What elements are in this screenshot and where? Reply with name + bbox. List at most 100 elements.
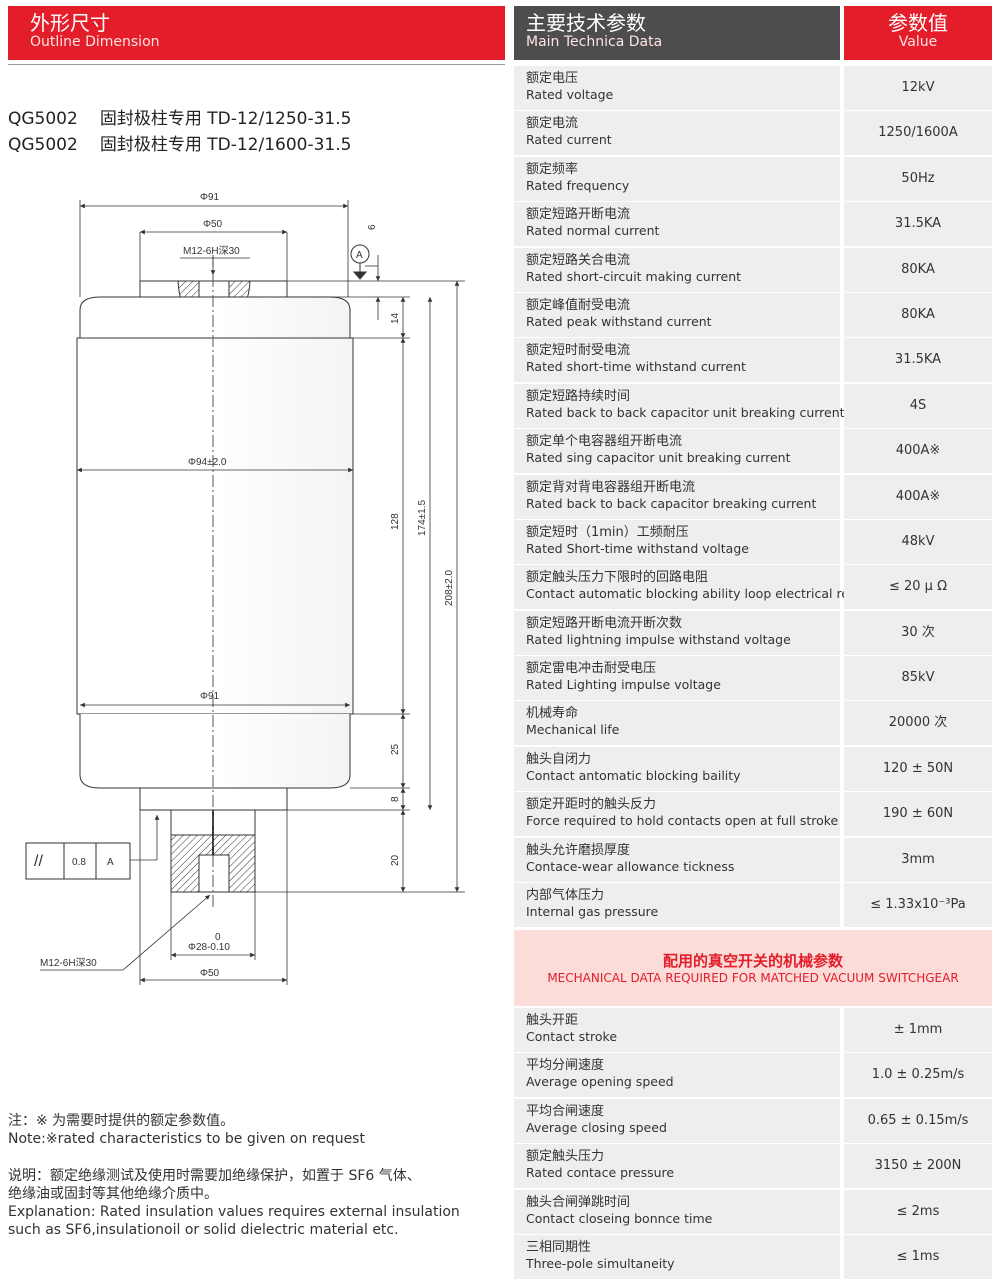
param-value: ± 1mm xyxy=(844,1008,992,1052)
param-name-en: Average closing speed xyxy=(526,1119,667,1135)
model-line: QG5002 固封极柱专用 TD-12/1600-31.5 xyxy=(8,130,373,155)
param-name-en: Rated short-time withstand current xyxy=(526,359,746,375)
param-value: 80KA xyxy=(844,247,992,292)
param-value: 1250/1600A xyxy=(844,111,992,156)
param-value: ≤ 1.33x10⁻³Pa xyxy=(844,883,992,928)
model-code: QG5002 xyxy=(8,109,78,129)
param-name-zh: 平均分闸速度 xyxy=(526,1058,605,1074)
param-name-zh: 额定短路开断电流 xyxy=(526,207,631,223)
bottom-thread-bore xyxy=(198,854,230,893)
model-desc: 固封极柱专用 TD-12/1600-31.5 xyxy=(99,135,352,155)
technical-data-header: 主要技术参数 Main Technica Data xyxy=(514,6,840,60)
technical-data-title-zh: 主要技术参数 xyxy=(526,11,646,35)
param-value: 1.0 ± 0.25m/s xyxy=(844,1053,992,1098)
outline-drawing: Φ91 Φ50 M12-6H深30 A 6 14 Φ94±2.0 128 174… xyxy=(25,192,465,985)
param-name-en: Rated voltage xyxy=(526,87,614,102)
param-name-zh: 额定触头压力 xyxy=(526,1149,605,1165)
dim-phi50-top: Φ50 xyxy=(203,219,223,230)
model-code: QG5002 xyxy=(8,135,78,155)
dim-phi94: Φ94±2.0 xyxy=(188,457,227,468)
explanation-en-2: such as SF6,insulationoil or solid diele… xyxy=(8,1222,399,1238)
param-name-en: Rated lightning impulse withstand voltag… xyxy=(526,631,791,647)
param-name-en: Rated current xyxy=(526,132,612,148)
param-value: 400A※ xyxy=(844,474,992,519)
param-name-zh: 触头自闭力 xyxy=(526,751,592,767)
param-name-zh: 额定短路持续时间 xyxy=(526,388,631,404)
param-name-zh: 额定电压 xyxy=(526,71,579,86)
param-value: 31.5KA xyxy=(844,338,992,383)
param-name-en: Rated Lighting impulse voltage xyxy=(526,677,721,693)
param-value: 30 次 xyxy=(844,610,992,655)
explanation-zh-1: 说明：额定绝缘测试及使用时需要加绝缘保护，如置于 SF6 气体、 xyxy=(8,1168,421,1184)
param-name-zh: 额定单个电容器组开断电流 xyxy=(526,434,683,450)
param-name-zh: 额定触头压力下限时的回路电阻 xyxy=(526,570,709,586)
param-value: ≤ 1ms xyxy=(844,1234,992,1279)
dim-phi28-upper-tol: 0 xyxy=(215,932,221,943)
param-name-en: Rated back to back capacitor unit breaki… xyxy=(526,404,845,420)
mechanical-data-banner: 配用的真空开关的机械参数 MECHANICAL DATA REQUIRED FO… xyxy=(514,930,992,1006)
tolerance-symbol: // xyxy=(34,853,43,870)
param-name-en: Rated peak withstand current xyxy=(526,313,712,329)
param-value: 3mm xyxy=(844,837,992,882)
outline-dimension-title-en: Outline Dimension xyxy=(30,34,160,50)
param-name-en: Average opening speed xyxy=(526,1074,674,1090)
tolerance-value: 0.8 xyxy=(72,857,86,868)
param-value: 0.65 ± 0.15m/s xyxy=(844,1098,992,1143)
param-value: 80KA xyxy=(844,292,992,337)
param-name-en: Contact stroke xyxy=(526,1029,618,1044)
parallelism-tolerance-frame xyxy=(25,842,131,880)
note-zh: 注：※ 为需要时提供的额定参数值。 xyxy=(8,1113,235,1129)
param-value: 120 ± 50N xyxy=(844,746,992,791)
dim-128: 128 xyxy=(390,513,401,530)
param-name-en: Contact closeing bonnce time xyxy=(526,1210,713,1226)
value-header: 参数值 Value xyxy=(844,6,992,60)
dim-phi50-bottom: Φ50 xyxy=(200,968,220,979)
param-name-en: Rated back to back capacitor breaking cu… xyxy=(526,495,817,511)
param-name-en: Rated frequency xyxy=(526,177,630,193)
param-name-en: Rated Short-time withstand voltage xyxy=(526,540,749,556)
param-value: 190 ± 60N xyxy=(844,792,992,837)
param-name-en: Mechanical life xyxy=(526,722,620,738)
param-value: 20000 次 xyxy=(844,701,992,746)
param-name-zh: 额定峰值耐受电流 xyxy=(526,297,631,313)
dim-14: 14 xyxy=(390,312,401,324)
param-name-zh: 额定开距时的触头反力 xyxy=(526,797,657,813)
dim-20: 20 xyxy=(390,854,401,866)
explanation-zh-2: 绝缘油或固封等其他绝缘介质中。 xyxy=(8,1186,218,1202)
param-name-zh: 额定短时耐受电流 xyxy=(526,343,631,359)
param-name-zh: 内部气体压力 xyxy=(526,888,605,904)
param-name-zh: 触头合闸弹跳时间 xyxy=(526,1194,631,1210)
param-name-en: Three-pole simultaneity xyxy=(526,1255,675,1271)
param-name-en: Internal gas pressure xyxy=(526,904,659,920)
param-name-zh: 额定短时（1min）工频耐压 xyxy=(526,524,689,540)
dim-174: 174±1.5 xyxy=(417,499,428,536)
param-name-zh: 额定频率 xyxy=(526,161,579,177)
lower-cap xyxy=(79,714,351,789)
dim-phi28: Φ28-0.10 xyxy=(188,942,230,953)
